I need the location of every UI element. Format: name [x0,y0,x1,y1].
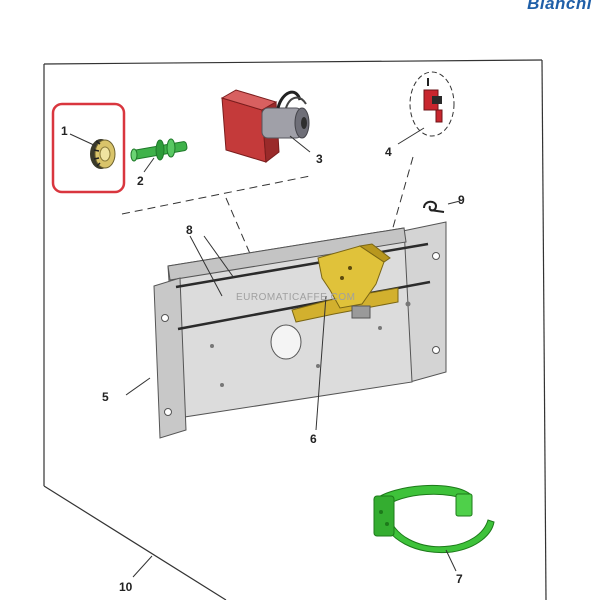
callout-part-5[interactable]: 5 [102,390,109,404]
callout-part-2[interactable]: 2 [137,174,144,188]
callout-part-7[interactable]: 7 [456,572,463,586]
shaft-icon[interactable] [130,138,188,162]
slider-bracket-icon[interactable] [291,243,399,323]
selection-highlight-box[interactable] [51,102,126,194]
assembly-frame [43,59,547,600]
watermark: EUROMATICAFFE.COM [236,292,356,303]
callout-part-9[interactable]: 9 [458,193,465,207]
spring-clip-icon[interactable] [423,200,445,213]
clamp-icon[interactable] [373,485,495,554]
gear-knob-icon[interactable] [90,139,116,169]
brand-logo: Bianchi [527,0,592,13]
motor-icon[interactable] [220,89,310,163]
callout-part-8[interactable]: 8 [186,223,193,237]
callout-part-6[interactable]: 6 [310,432,317,446]
microswitch-icon[interactable] [409,71,455,137]
mounting-plate-icon[interactable] [153,221,447,439]
callout-part-10[interactable]: 10 [119,580,133,594]
callout-part-4[interactable]: 4 [385,145,392,159]
callout-part-1[interactable]: 1 [61,124,68,138]
callout-part-3[interactable]: 3 [316,152,323,166]
leader-lines [69,127,461,578]
